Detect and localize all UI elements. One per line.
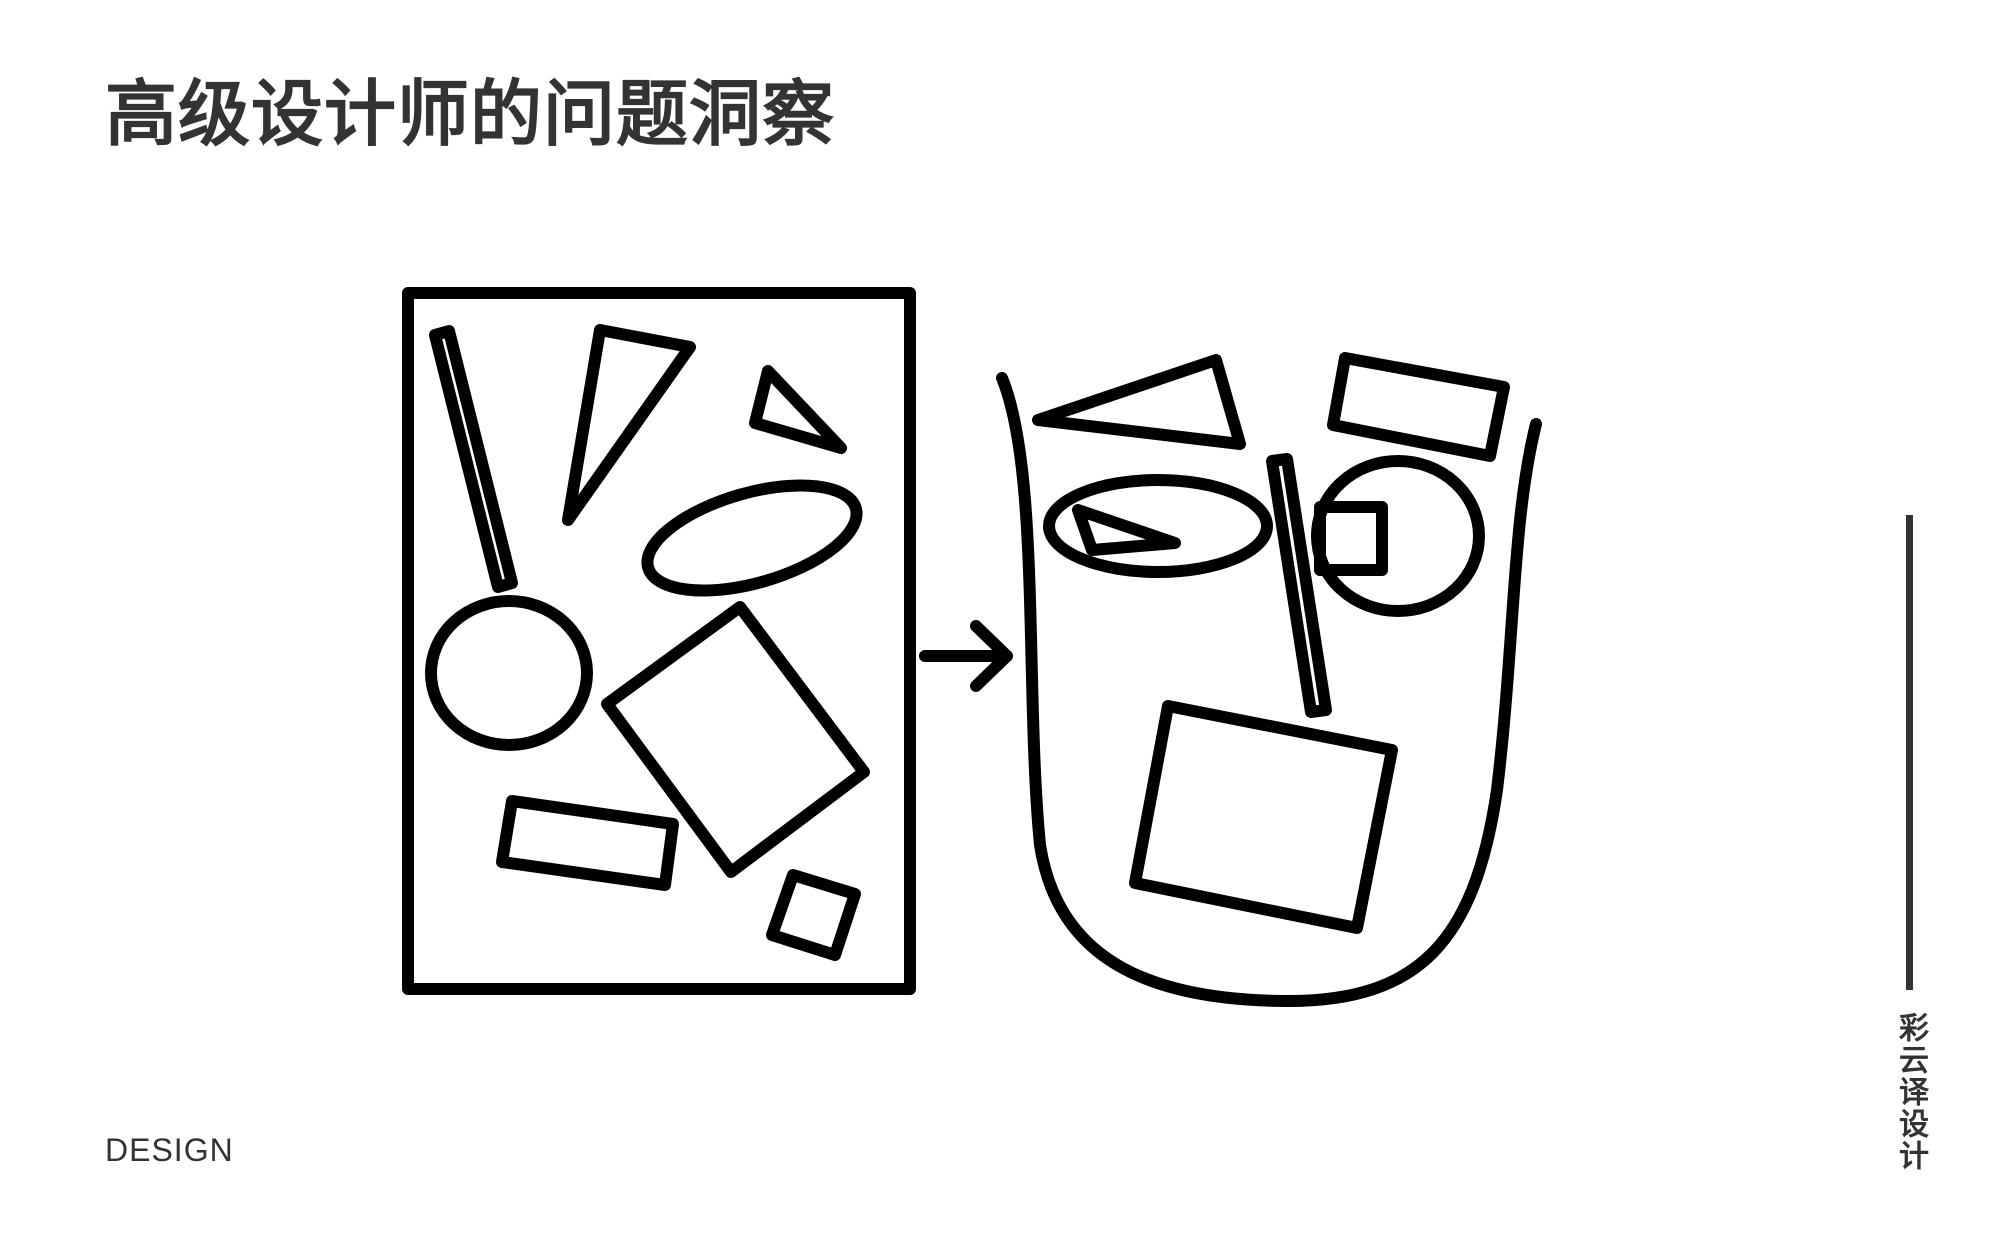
circle-shape — [425, 595, 593, 751]
eyebrow-rectangle-shape — [1327, 352, 1510, 462]
oval-shape — [641, 479, 863, 597]
page-title: 高级设计师的问题洞察 — [105, 72, 836, 156]
face-outline — [996, 372, 1542, 1008]
footer-label: DESIGN — [105, 1132, 234, 1168]
left-eye-oval-shape — [1043, 474, 1273, 578]
side-vertical-rule — [1906, 515, 1913, 990]
small-triangle-shape — [749, 365, 847, 454]
panel-frame — [402, 287, 916, 995]
scattered-shapes-panel — [402, 287, 916, 995]
right-eye-circle-shape — [1311, 455, 1485, 617]
small-square-shape — [766, 869, 861, 961]
left-eye-triangle-shape — [1072, 504, 1181, 556]
nose-bar-shape — [1266, 453, 1332, 718]
arrow-right-icon — [919, 620, 1013, 692]
right-eye-square-shape — [1314, 501, 1388, 576]
wide-rectangle-shape — [496, 795, 679, 891]
mouth-rectangle-shape — [1129, 700, 1398, 934]
side-brand-label: 彩云译设计 — [1893, 1012, 1928, 1172]
thin-bar-shape — [429, 325, 518, 593]
face-panel — [996, 352, 1542, 1008]
eyebrow-triangle-shape — [1032, 354, 1246, 450]
tall-triangle-shape — [562, 324, 696, 526]
large-rectangle-shape — [601, 601, 870, 878]
